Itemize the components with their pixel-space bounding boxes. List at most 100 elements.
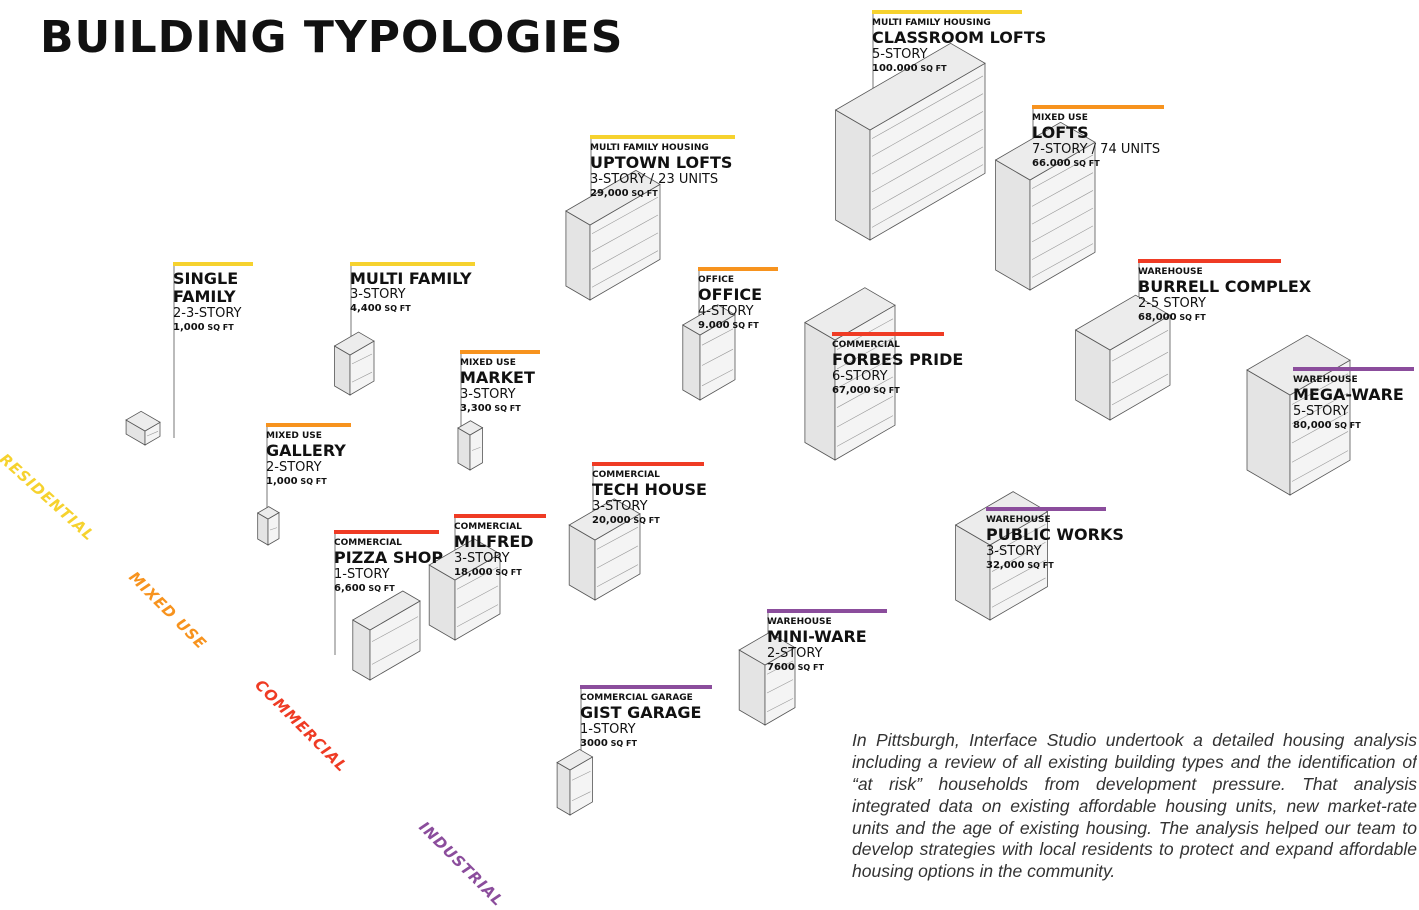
label-color-bar	[334, 530, 439, 534]
left-facade	[682, 324, 701, 401]
building-mini-ware	[738, 632, 796, 726]
roof	[125, 410, 161, 432]
building-category: COMMERCIAL	[334, 538, 402, 548]
building-stories: 1-STORY	[580, 721, 636, 737]
floor-line	[871, 111, 984, 175]
building-area: 1,000 SQ FT	[266, 476, 351, 488]
building-area: 67,000 SQ FT	[832, 385, 963, 397]
building-category: MULTI FAMILY HOUSING	[872, 18, 991, 28]
floor-line	[1031, 172, 1094, 207]
floor-line	[836, 395, 894, 428]
floor-line	[766, 660, 794, 675]
floor-line	[1031, 243, 1094, 278]
area-unit: SQ FT	[870, 385, 900, 395]
area-number: 4,400	[350, 303, 382, 315]
building-name: BURRELL COMPLEX	[1138, 277, 1312, 297]
floor-line	[836, 376, 894, 408]
floor-line	[1031, 154, 1094, 189]
left-facade	[565, 210, 591, 301]
building-area: 29,000 SQ FT	[590, 188, 735, 200]
building-category: WAREHOUSE	[767, 617, 832, 627]
floor-line	[1111, 351, 1169, 384]
label-color-bar	[266, 423, 351, 427]
building-stories: 5-STORY	[872, 46, 928, 62]
floor-line	[269, 527, 278, 531]
area-unit: SQ FT	[607, 738, 637, 748]
area-unit: SQ FT	[628, 188, 658, 198]
roof	[457, 420, 484, 436]
roof	[1246, 334, 1351, 396]
area-unit: SQ FT	[1176, 312, 1206, 322]
floor-line	[871, 128, 984, 193]
roof	[565, 169, 661, 226]
roof	[333, 331, 375, 356]
building-area: 3,300 SQ FT	[460, 403, 540, 415]
building-lofts	[994, 121, 1096, 291]
building-name: MINI-WARE	[767, 627, 867, 647]
building-milfred	[428, 538, 501, 641]
floor-line	[1291, 450, 1349, 482]
building-area: 3000 SQ FT	[580, 738, 712, 750]
area-unit: SQ FT	[492, 567, 522, 577]
floor-line	[871, 75, 984, 139]
building-category: MIXED USE	[460, 358, 516, 368]
building-stories: 7-STORY / 74 UNITS	[1032, 141, 1161, 157]
building-tech-house	[568, 498, 641, 601]
building-stories: 5-STORY	[1293, 403, 1349, 419]
building-stories: 6-STORY	[832, 368, 888, 384]
floor-line	[596, 564, 639, 588]
area-number: 3000	[580, 737, 608, 749]
area-unit: SQ FT	[1331, 420, 1361, 430]
left-facade	[835, 109, 871, 241]
floor-line	[1031, 190, 1094, 225]
floor-line	[1291, 392, 1349, 425]
floor-line	[871, 164, 984, 228]
label-color-bar	[454, 514, 546, 518]
building-classroom-lofts	[834, 42, 986, 241]
floor-line	[991, 577, 1046, 608]
roof	[738, 632, 796, 666]
area-number: 6,600	[334, 582, 366, 594]
floor-line	[351, 353, 373, 365]
building-name: MEGA-WARE	[1293, 385, 1404, 405]
roof	[1074, 294, 1171, 351]
building-public-works	[954, 491, 1049, 621]
floor-line	[1111, 373, 1169, 406]
label-color-bar	[590, 135, 735, 139]
building-area: 6,600 SQ FT	[334, 583, 443, 595]
floor-line	[591, 232, 659, 270]
building-name: MARKET	[460, 368, 535, 388]
left-facade	[556, 761, 571, 816]
building-stories: 3-STORY	[460, 386, 516, 402]
floor-line	[701, 328, 734, 346]
floor-line	[596, 545, 639, 569]
building-stories: 3-STORY / 23 UNITS	[590, 171, 719, 187]
floor-line	[591, 214, 659, 252]
building-name: GALLERY	[266, 441, 346, 461]
building-stories: 3-STORY	[350, 287, 406, 303]
area-number: 68,000	[1138, 311, 1177, 323]
floor-line	[591, 250, 659, 288]
building-pizza-shop	[352, 590, 421, 681]
building-gist-garage	[556, 748, 594, 816]
floor-line	[456, 566, 499, 590]
building-stories: 1-STORY	[334, 566, 390, 582]
area-unit: SQ FT	[917, 63, 947, 73]
building-name: OFFICE	[698, 285, 763, 305]
page-title: BUILDING TYPOLOGIES	[40, 12, 624, 63]
building-stories: 4-STORY	[698, 303, 754, 319]
building-stories: 2-STORY	[767, 645, 823, 661]
building-category: WAREHOUSE	[1293, 375, 1358, 385]
building-stories: 3-STORY	[986, 543, 1042, 559]
floor-line	[1111, 330, 1169, 362]
roof	[804, 287, 896, 341]
area-unit: SQ FT	[630, 515, 660, 525]
building-area: 100.000 SQ FT	[872, 63, 1046, 75]
